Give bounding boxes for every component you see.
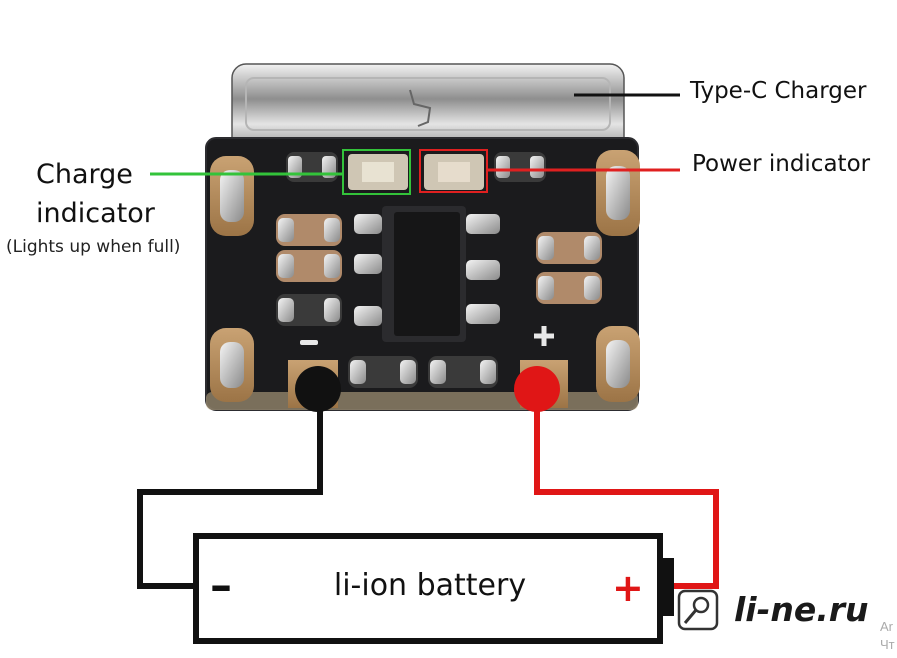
power-indicator-label: Power indicator <box>692 151 871 177</box>
plus-wire-dot <box>514 366 560 412</box>
power-led <box>424 154 484 190</box>
charge-indicator-label-1: Charge <box>36 159 133 190</box>
battery-label: li-ion battery <box>333 568 527 603</box>
corner-text: Ar Чт <box>880 618 895 654</box>
battery-plus-sign: + <box>612 566 644 610</box>
magnifier-tool-icon <box>677 589 719 631</box>
corner-text-line-1: Ar <box>880 619 893 634</box>
minus-wire-dot <box>295 366 341 412</box>
battery-terminal <box>660 558 674 616</box>
charge-indicator-note: (Lights up when full) <box>6 237 181 257</box>
charge-led-highlight <box>342 149 411 195</box>
charger-ic <box>354 206 500 342</box>
watermark-text: li-ne.ru <box>734 590 869 629</box>
type-c-label: Type-C Charger <box>690 78 867 104</box>
smd-components <box>276 152 602 388</box>
battery-minus-sign: – <box>210 560 232 611</box>
black-wire <box>137 410 323 589</box>
corner-text-line-2: Чт <box>880 637 895 652</box>
charge-led <box>348 154 408 190</box>
red-wire <box>534 410 719 589</box>
charge-indicator-label-2: indicator <box>36 198 155 229</box>
